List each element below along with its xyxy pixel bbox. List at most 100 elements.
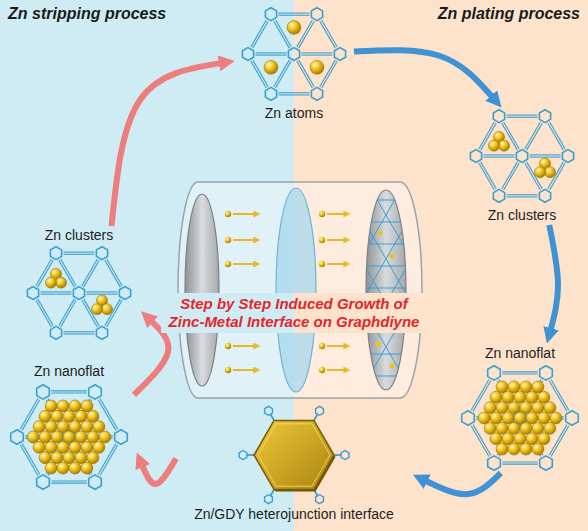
- zn-atom: [63, 410, 75, 422]
- zn-atom: [63, 431, 75, 443]
- diyne-link: [502, 162, 518, 189]
- zn-atom: [532, 422, 544, 434]
- node-label: Zn atoms: [234, 105, 354, 122]
- line-part: [327, 369, 344, 371]
- zn-atom: [81, 400, 93, 412]
- diyne-link: [297, 61, 313, 88]
- zn-atom: [75, 431, 87, 443]
- zn-atom: [484, 402, 496, 414]
- zn-atom: [508, 422, 520, 434]
- zn-atom: [57, 441, 69, 453]
- graphdiyne-illustration: [234, 4, 354, 104]
- zn-plate-face: [258, 424, 330, 486]
- zn-atom: [544, 167, 555, 178]
- line-part: [233, 369, 254, 371]
- zn-atom: [75, 410, 87, 422]
- benzene-ring: [265, 87, 276, 100]
- diyne-link: [506, 194, 537, 195]
- diyne-link: [255, 55, 286, 56]
- diyne-link: [276, 61, 292, 88]
- diyne-link: [483, 157, 514, 158]
- diyne-link: [529, 157, 560, 158]
- circle-part: [378, 231, 383, 236]
- benzene-ring: [562, 150, 573, 163]
- graphdiyne-lattice: [242, 8, 345, 101]
- diyne-link: [59, 299, 75, 326]
- graphdiyne-illustration: [14, 245, 144, 341]
- benzene-ring: [265, 495, 273, 504]
- benzene-ring: [540, 456, 553, 471]
- zn-atom: [101, 304, 112, 315]
- diyne-link: [322, 20, 338, 47]
- diyne-link: [483, 154, 514, 155]
- benzene-ring: [27, 287, 38, 300]
- zinc-deposit: [264, 21, 324, 75]
- zn-atom: [39, 410, 51, 422]
- zn-atom: [69, 462, 81, 474]
- zn-atom: [508, 402, 520, 414]
- zn-atom: [99, 431, 111, 443]
- zinc-ion-flow: [225, 211, 344, 373]
- diyne-link: [504, 163, 520, 190]
- benzene-ring: [115, 430, 128, 445]
- benzene-ring: [50, 247, 61, 260]
- circle-part: [319, 367, 325, 373]
- benzene-ring: [265, 406, 273, 415]
- diyne-link: [278, 13, 309, 14]
- zn-atom: [310, 60, 324, 74]
- graphdiyne-lattice: [11, 385, 128, 490]
- circle-part: [225, 211, 231, 217]
- line-part: [233, 263, 254, 265]
- diyne-link: [502, 464, 537, 465]
- diyne-link: [529, 154, 560, 155]
- benzene-ring: [316, 495, 324, 504]
- line-part: [233, 239, 254, 241]
- zn-atom: [287, 21, 301, 35]
- diyne-link: [525, 122, 541, 149]
- diyne-link: [86, 291, 117, 292]
- benzene-ring: [11, 430, 24, 445]
- benzene-ring: [566, 411, 579, 426]
- diyne-link: [253, 21, 269, 48]
- zn-atom: [514, 412, 526, 424]
- zn-atom: [87, 431, 99, 443]
- zn-atom: [534, 167, 545, 178]
- node-label: Zn clusters: [14, 227, 144, 244]
- circle-part: [225, 343, 231, 349]
- zn-atom: [93, 441, 105, 453]
- cycle-arrow: [424, 473, 500, 494]
- zn-atom: [490, 391, 502, 403]
- zn-plate: [254, 420, 334, 489]
- line-part: [327, 345, 344, 347]
- benzene-ring: [334, 48, 345, 61]
- diyne-link: [40, 291, 71, 292]
- benzene-ring: [37, 385, 50, 400]
- zinc-deposit: [27, 400, 111, 474]
- line-part: [327, 239, 344, 241]
- diyne-link: [322, 61, 338, 88]
- benzene-ring: [50, 326, 61, 339]
- diyne-link: [271, 490, 275, 496]
- zn-atom: [526, 391, 538, 403]
- cycle-arrow: [112, 63, 223, 226]
- node-label: Zn/GDY heterojunction interface: [176, 506, 412, 523]
- zn-atom: [490, 412, 502, 424]
- diyne-link: [550, 122, 566, 149]
- zinc-deposit: [488, 131, 555, 177]
- diyne-link: [278, 15, 309, 16]
- diyne-link: [51, 483, 86, 484]
- diyne-link: [502, 371, 537, 372]
- benzene-ring: [462, 411, 475, 426]
- zn-atom: [87, 452, 99, 464]
- diyne-link: [314, 414, 318, 420]
- zn-atom: [51, 410, 63, 422]
- diyne-link: [251, 20, 267, 47]
- diyne-link: [247, 454, 254, 456]
- diyne-link: [506, 115, 537, 116]
- benzene-ring: [539, 110, 550, 123]
- circle-part: [225, 261, 231, 267]
- diyne-link: [548, 123, 564, 150]
- diyne-link: [301, 52, 332, 53]
- zn-atom: [69, 441, 81, 453]
- graphdiyne-illustration: [460, 106, 584, 206]
